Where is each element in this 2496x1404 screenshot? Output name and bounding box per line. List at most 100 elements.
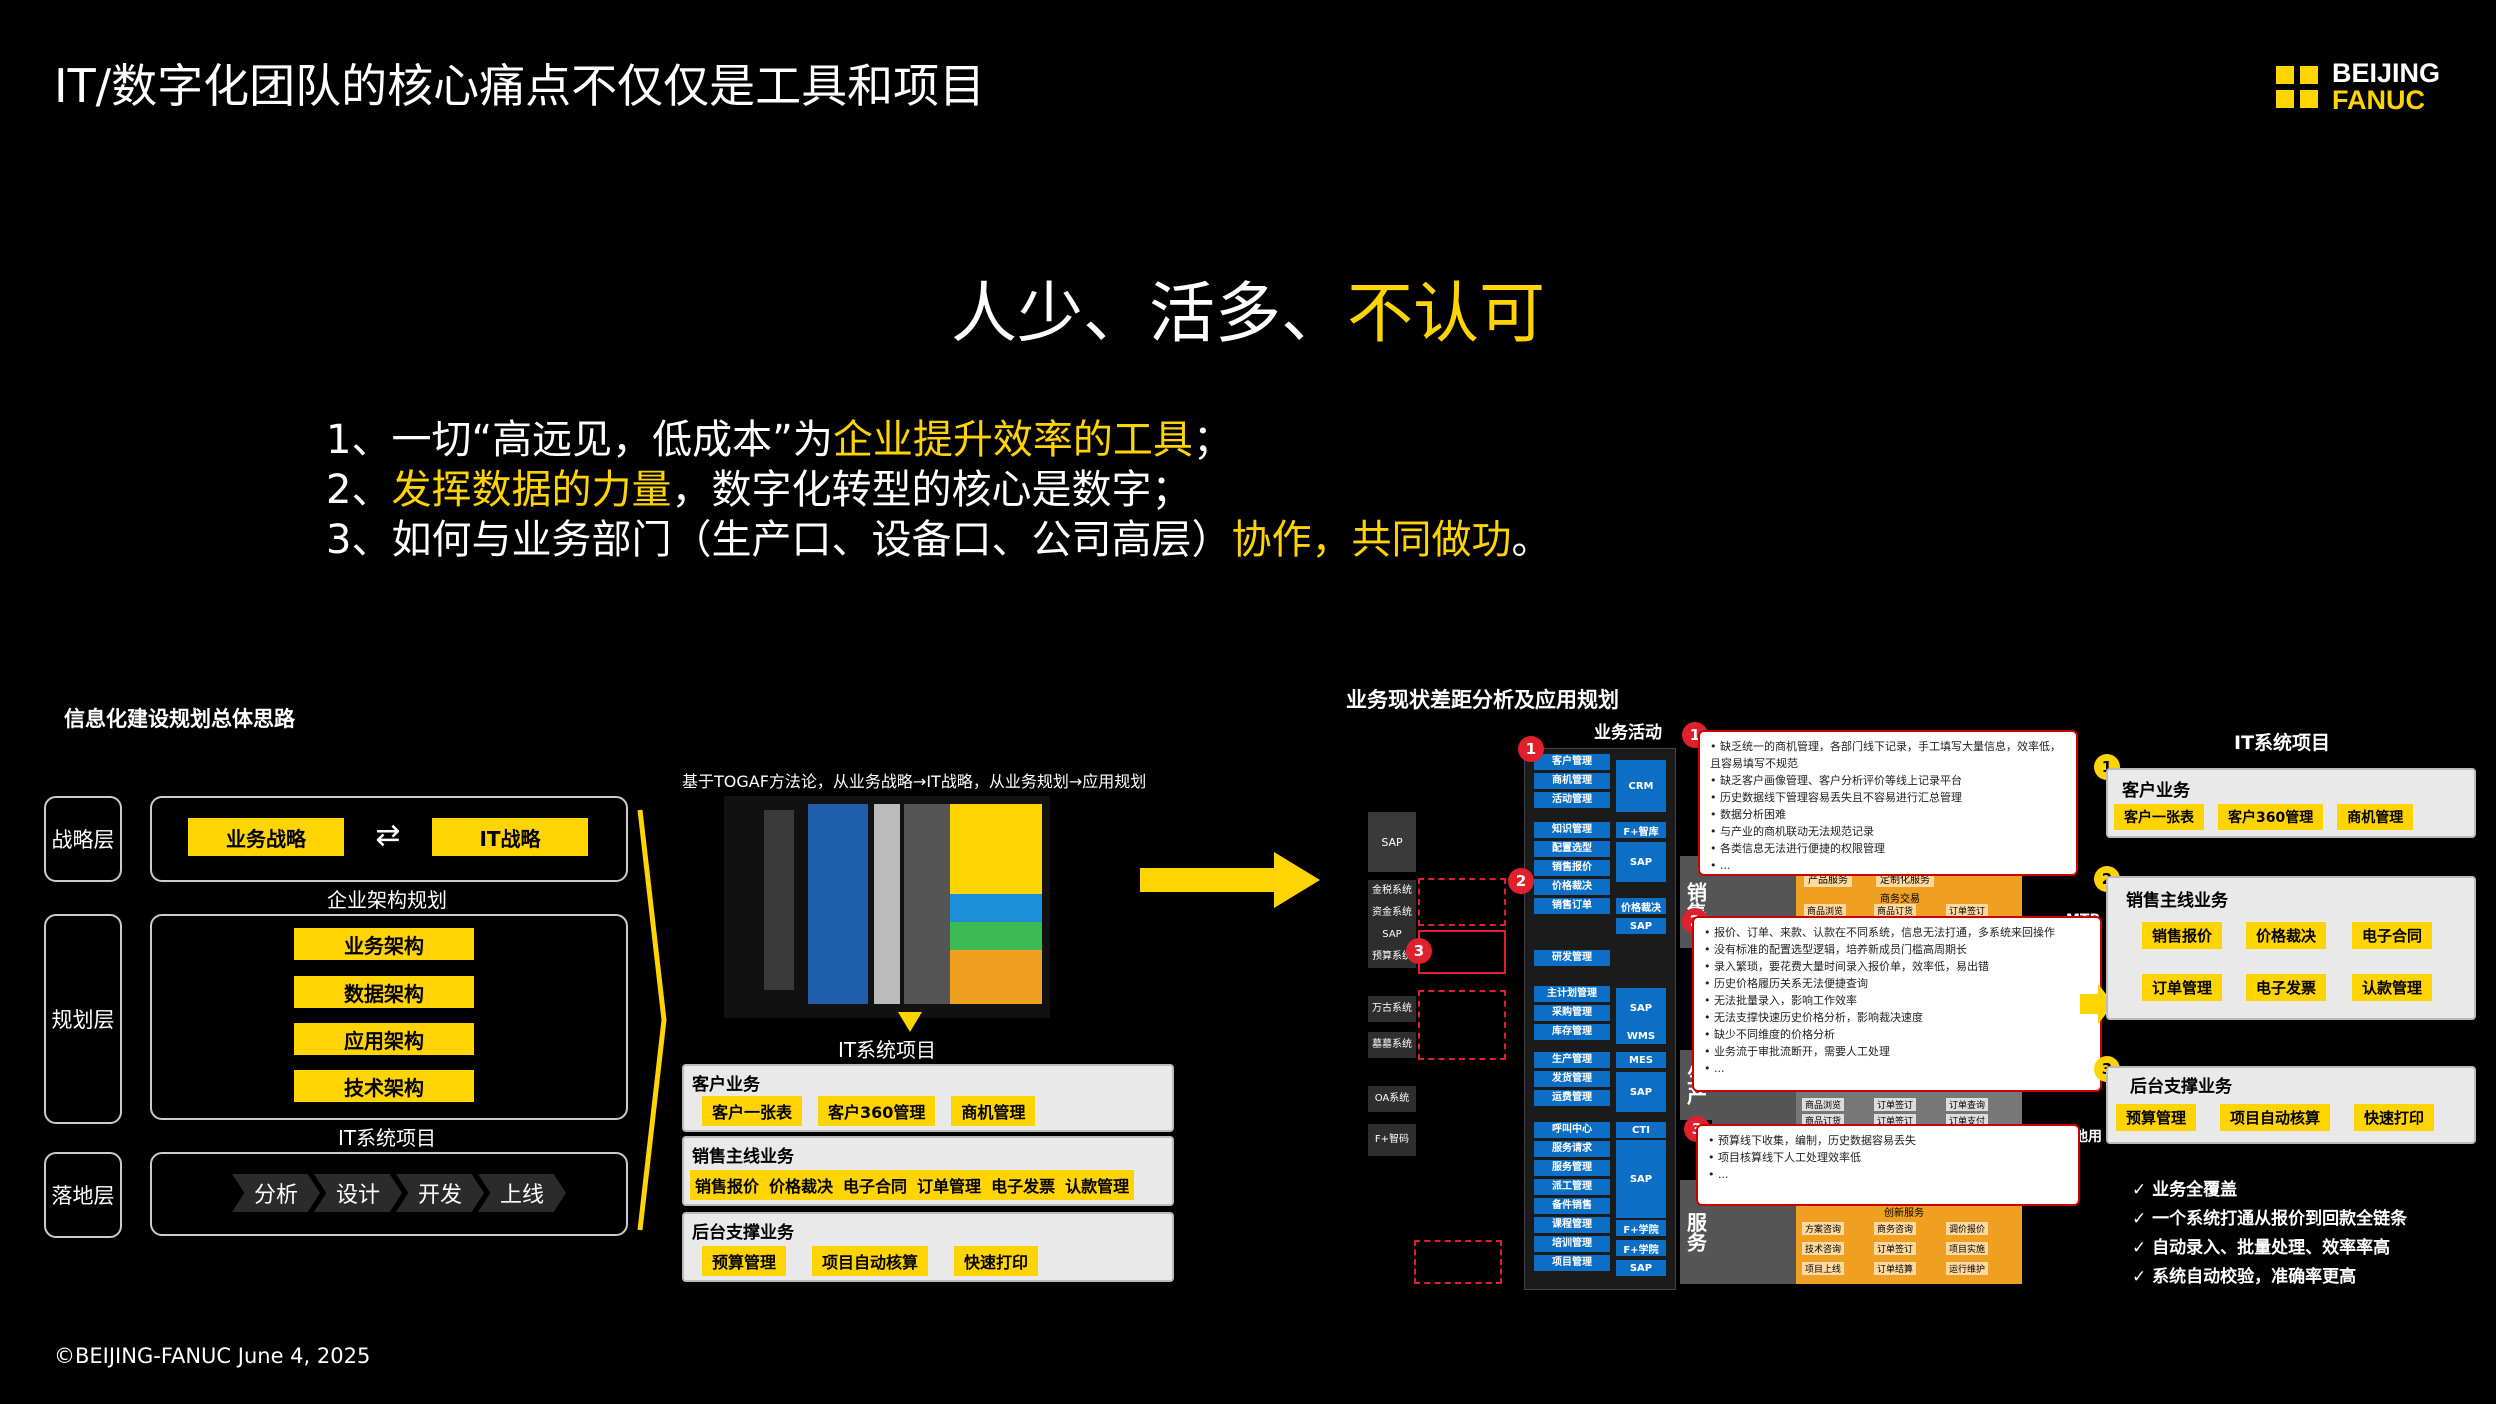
process-map-thumbnail (724, 796, 1050, 1018)
rtag-customer-360: 客户360管理 (2218, 804, 2324, 830)
small-right-arrow-icon (2080, 984, 2114, 1024)
rtag-e-contract: 电子合同 (2352, 922, 2433, 949)
arch-caption: 企业架构规划 (327, 888, 447, 912)
logo-line1: BEIJING (2331, 58, 2440, 88)
activity-cell: 运费管理 (1534, 1090, 1610, 1106)
benefit-3: ✓ 自动录入、批量处理、效率率高 (2132, 1238, 2391, 1258)
tag-auto-accounting: 项目自动核算 (812, 1246, 929, 1276)
activity-cell: 研发管理 (1534, 950, 1610, 966)
activity-cell: 活动管理 (1534, 792, 1610, 808)
benefits-list: ✓ 业务全覆盖 ✓ 一个系统打通从报价到回款全链条 ✓ 自动录入、批量处理、效率… (2132, 1176, 2407, 1292)
system-cell: F+智库 (1616, 822, 1666, 838)
rtag-auto-accounting: 项目自动核算 (2220, 1104, 2331, 1131)
logo-squares-icon (2275, 66, 2318, 108)
step-analysis: 分析 (232, 1174, 320, 1212)
headline-part1: 人少、活多、 (951, 275, 1347, 352)
activity-cell: 主计划管理 (1534, 986, 1610, 1002)
data-architecture: 数据架构 (294, 976, 474, 1008)
point-2: 2、发挥数据的力量，数字化转型的核心是数字； (326, 467, 1192, 513)
activity-cell: 项目管理 (1534, 1255, 1610, 1271)
left-diagram-title: 信息化建设规划总体思路 (64, 707, 295, 731)
system-cell: CRM (1616, 760, 1666, 812)
system-cell: SAP (1616, 842, 1666, 882)
step-develop: 开发 (396, 1174, 484, 1212)
side-sap: SAP (1368, 812, 1416, 872)
side-wangu: 万古系统 (1368, 996, 1416, 1022)
layer-planning: 规划层 (44, 914, 122, 1124)
right-arrow-icon (1140, 852, 1320, 908)
swap-arrows-icon: ⇄ (375, 818, 401, 853)
rtag-payment: 认款管理 (2352, 974, 2433, 1001)
activity-cell: 发货管理 (1534, 1071, 1610, 1087)
callout-1: 缺乏统一的商机管理，各部门线下记录，手工填写大量信息，效率低，且容易填写不规范缺… (1698, 730, 2078, 876)
benefit-4: ✓ 系统自动校验，准确率更高 (2132, 1267, 2357, 1287)
point-1: 1、一切“高远见，低成本”为企业提升效率的工具； (326, 417, 1233, 463)
layer-landing: 落地层 (44, 1152, 122, 1238)
activity-cell: 采购管理 (1534, 1005, 1610, 1021)
marker-2: 2 (1508, 868, 1534, 894)
tag-e-invoice: 电子发票 (986, 1170, 1061, 1200)
point-3: 3、如何与业务部门（生产口、设备口、公司高层）协作，共同做功。 (326, 517, 1552, 563)
tag-quick-print: 快速打印 (954, 1246, 1039, 1276)
activity-cell: 销售报价 (1534, 860, 1610, 876)
strategy-box (150, 796, 628, 882)
tag-customer-sheet: 客户一张表 (702, 1096, 803, 1126)
system-cell: SAP (1616, 1260, 1666, 1276)
system-cell: SAP (1616, 918, 1666, 934)
it-projects-caption: IT系统项目 (337, 1126, 437, 1150)
activity-cell: 客户管理 (1534, 754, 1610, 770)
business-activity-label: 业务活动 (1594, 723, 1662, 743)
system-cell: SAP (1616, 988, 1666, 1028)
system-cell: SAP (1616, 1140, 1666, 1218)
callout-3: 预算线下收集，编制，历史数据容易丢失项目核算线下人工处理效率低... (1696, 1124, 2080, 1206)
activity-cell: 商机管理 (1534, 773, 1610, 789)
system-cell: MES (1616, 1052, 1666, 1068)
system-cell: F+学院 (1616, 1240, 1666, 1256)
right-diagram-title: 业务现状差距分析及应用规划 (1346, 688, 1619, 712)
business-architecture: 业务架构 (294, 928, 474, 960)
tag-price-decision: 价格裁决 (764, 1170, 839, 1200)
activity-cell: 配置选型 (1534, 841, 1610, 857)
rtag-quick-print: 快速打印 (2354, 1104, 2435, 1131)
right-it-title: IT系统项目 (2234, 732, 2331, 754)
activity-cell: 派工管理 (1534, 1179, 1610, 1195)
benefit-1: ✓ 业务全覆盖 (2132, 1180, 2238, 1200)
rtag-opportunity: 商机管理 (2337, 804, 2414, 830)
activity-cell: 培训管理 (1534, 1236, 1610, 1252)
system-cell: WMS (1616, 1028, 1666, 1044)
company-logo: BEIJING FANUC (2275, 58, 2440, 114)
headline: 人少、活多、不认可 (0, 260, 2496, 356)
mid-orange-bottom: 创新服务 方案咨询 商务咨询 调价报价 技术咨询 订单签订 项目实施 项目上线 … (1796, 1200, 2022, 1284)
togaf-caption: 基于TOGAF方法论，从业务战略→IT战略，从业务规划→应用规划 (682, 772, 1147, 791)
tag-quote: 销售报价 (690, 1170, 765, 1200)
rtag-budget: 预算管理 (2116, 1104, 2197, 1131)
tag-opportunity: 商机管理 (951, 1096, 1036, 1126)
activity-cell: 价格裁决 (1534, 879, 1610, 895)
group-sales: 销售主线业务 销售报价 价格裁决 电子合同 订单管理 电子发票 认款管理 (682, 1136, 1174, 1206)
tag-customer-360: 客户360管理 (818, 1096, 936, 1126)
business-strategy: 业务战略 (188, 818, 344, 856)
rtag-order-mgmt: 订单管理 (2142, 974, 2223, 1001)
bracket-arrow-icon (637, 809, 667, 1231)
step-launch: 上线 (478, 1174, 566, 1212)
system-cell: F+学院 (1616, 1220, 1666, 1236)
headline-part2: 不认可 (1347, 275, 1545, 352)
right-group-backend: 后台支撑业务 预算管理 项目自动核算 快速打印 (2106, 1066, 2476, 1144)
side-fcode: F+智码 (1368, 1124, 1416, 1156)
activity-cell: 备件销售 (1534, 1198, 1610, 1214)
tag-payment: 认款管理 (1060, 1170, 1135, 1200)
activity-cell: 呼叫中心 (1534, 1122, 1610, 1138)
tag-e-contract: 电子合同 (838, 1170, 913, 1200)
activity-cell: 服务请求 (1534, 1141, 1610, 1157)
group-backend: 后台支撑业务 预算管理 项目自动核算 快速打印 (682, 1212, 1174, 1282)
gap-box-4 (1414, 1240, 1502, 1284)
side-oa: OA系统 (1368, 1086, 1416, 1112)
down-arrow-icon (898, 1012, 922, 1032)
application-architecture: 应用架构 (294, 1023, 474, 1055)
activity-cell: 库存管理 (1534, 1024, 1610, 1040)
it-strategy: IT战略 (432, 818, 588, 856)
it-projects-caption-2: IT系统项目 (837, 1038, 937, 1062)
key-points: 1、一切“高远见，低成本”为企业提升效率的工具； 2、发挥数据的力量，数字化转型… (326, 415, 1551, 565)
gap-box-1 (1418, 878, 1506, 926)
layer-strategy: 战略层 (44, 796, 122, 882)
